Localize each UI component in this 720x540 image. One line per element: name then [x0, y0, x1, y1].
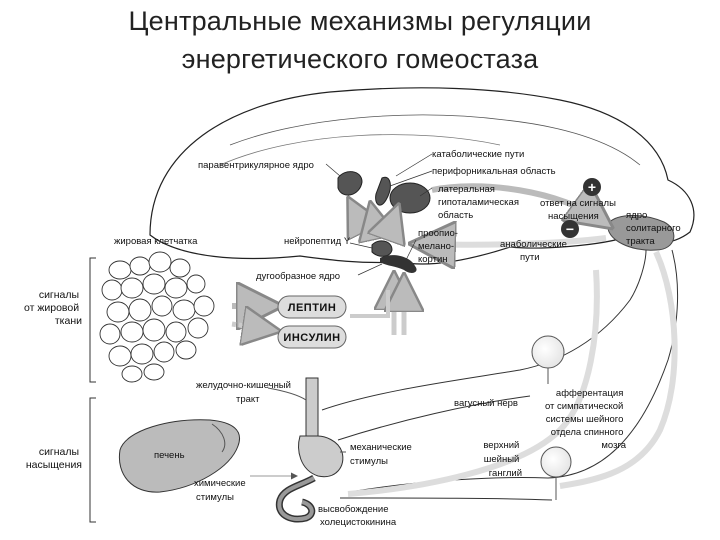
- title-line-2: энергетического гомеостаза: [181, 44, 539, 74]
- solitary-tract-nucleus-shape: [607, 215, 675, 251]
- perifornical-label: перифорникальная область: [432, 166, 556, 177]
- bracket-adipose: [89, 257, 96, 383]
- satiety-signals-label: сигналы насыщения: [26, 446, 82, 471]
- duodenum-inner: [277, 476, 315, 521]
- leptin-label: ЛЕПТИН: [288, 302, 337, 314]
- solitary-tract-label: ядро солитарного тракта: [626, 210, 683, 247]
- mechanical-stimuli-label: механические стимулы: [350, 442, 414, 467]
- arcuate-nucleus-label: дугообразное ядро: [256, 271, 340, 282]
- cervical-ganglion: [540, 446, 572, 478]
- plus-sign: +: [588, 179, 596, 195]
- minus-sign-circle: [561, 220, 579, 238]
- arrow-lateral-to-nts: [431, 186, 604, 222]
- npy-neuron: [371, 240, 393, 257]
- brain-outline: [149, 87, 695, 265]
- arrow-fat-to-insulin: [231, 324, 272, 330]
- lateral-hypothalamic-area: [389, 182, 431, 214]
- fat-tissue-label: жировая клетчатка: [114, 236, 198, 247]
- vagus-ganglion: [531, 335, 565, 369]
- plus-sign-circle: [583, 178, 601, 196]
- arrow-to-paraventricular: [352, 205, 370, 242]
- title-line-1: Центральные механизмы регуляции: [128, 6, 592, 36]
- leader-lines: [325, 153, 433, 276]
- cholecystokinin-label: высвобождение холецистокинина: [318, 504, 397, 528]
- upper-cervical-ganglion-label: верхний шейный ганглий: [483, 440, 522, 479]
- gray-tract-2: [559, 250, 678, 489]
- insulin-label: ИНСУЛИН: [283, 332, 340, 344]
- brain-inner-line: [229, 114, 641, 166]
- lateral-hypothalamic-label: латеральная гипоталамическая область: [438, 184, 522, 221]
- vagus-nerve-label: вагусный нерв: [454, 398, 518, 409]
- stomach-shape: [298, 435, 344, 478]
- bracket-satiety: [89, 397, 96, 523]
- spinal-afferent-path-2: [339, 497, 553, 501]
- diagram-title: Центральные механизмы регуляции энергети…: [0, 2, 720, 78]
- perifornical-nucleus: [375, 176, 391, 206]
- afferentation-label: афферентация от симпатической системы ше…: [545, 388, 627, 451]
- leptin-pill: [277, 295, 347, 319]
- pomc-neuron: [380, 255, 417, 273]
- arrow-hormones-to-brain: [350, 290, 390, 318]
- liver-shape: [118, 419, 240, 493]
- esophagus: [305, 377, 319, 439]
- gi-tract-label: желудочно-кишечный тракт: [196, 380, 294, 405]
- insulin-pill: [277, 325, 347, 349]
- chemical-stimuli-label: химические стимулы: [194, 478, 248, 503]
- paraventricular-label: паравентрикулярное ядро: [198, 160, 314, 171]
- neuropeptide-y-label: нейропептид Y: [284, 236, 351, 247]
- gray-tract-1: [347, 269, 600, 497]
- arrow-to-lateral: [386, 212, 396, 240]
- pomc-label: проопио- меланo- кортин: [418, 228, 461, 265]
- liver-lobe: [211, 423, 226, 453]
- response-to-signals-label: ответ на сигналы насыщения: [540, 198, 619, 222]
- arrow-to-perifornical: [372, 210, 378, 238]
- liver-label: печень: [154, 450, 185, 461]
- catabolic-paths-label: катаболические пути: [432, 149, 524, 160]
- gi-tract-arrow: [267, 387, 307, 401]
- arrow-nts-to-anabolic: [420, 238, 607, 245]
- adipose-signals-label: сигналы от жировой ткани: [24, 289, 82, 327]
- paraventricular-nucleus: [337, 171, 363, 196]
- adipose-tissue: [99, 251, 215, 383]
- anabolic-paths-label: анаболические пути: [500, 239, 570, 263]
- minus-sign: −: [566, 221, 574, 237]
- corpus-callosum: [219, 134, 501, 166]
- vagus-nerve-path-2: [337, 395, 531, 441]
